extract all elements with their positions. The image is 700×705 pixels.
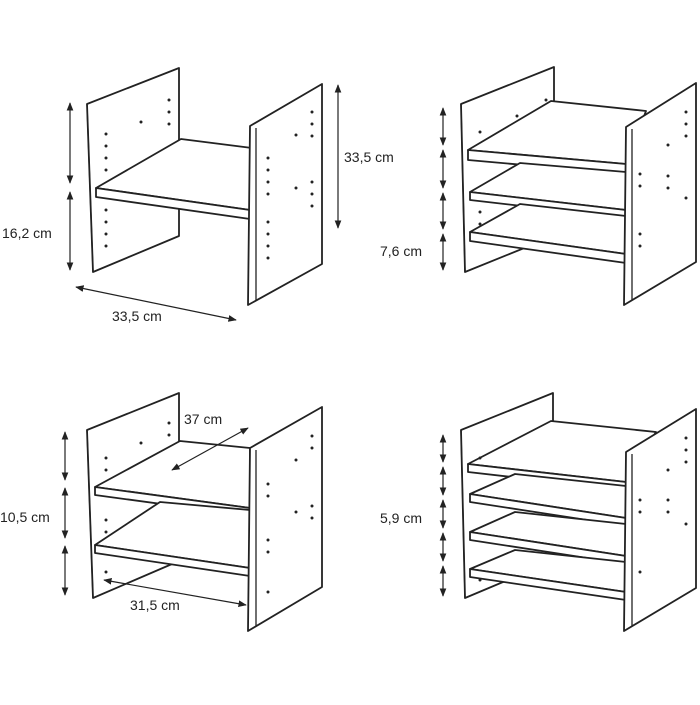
right-side-panel bbox=[623, 82, 697, 306]
dowel-holes bbox=[478, 436, 688, 582]
right-side-panel bbox=[247, 83, 323, 306]
label-shelf-spacing: 16,2 cm bbox=[2, 225, 52, 241]
right-side-panel bbox=[247, 406, 323, 632]
dowel-holes bbox=[478, 98, 688, 248]
dowel-holes bbox=[104, 98, 314, 260]
dim-arrow-inner-width bbox=[103, 578, 247, 607]
label-width: 33,5 cm bbox=[112, 308, 162, 324]
label-shelf-spacing: 5,9 cm bbox=[380, 510, 422, 526]
config-two-shelves: 37 cm 10,5 cm 31,5 cm bbox=[0, 392, 323, 632]
dowel-holes bbox=[104, 421, 314, 594]
label-height-total: 33,5 cm bbox=[344, 149, 394, 165]
label-depth: 37 cm bbox=[184, 411, 222, 427]
config-four-shelves: 5,9 cm bbox=[380, 392, 697, 632]
config-three-shelves: 7,6 cm bbox=[380, 66, 697, 306]
label-inner-width: 31,5 cm bbox=[130, 597, 180, 613]
dim-arrow-width bbox=[75, 285, 237, 322]
config-one-shelf: 16,2 cm 33,5 cm 33,5 cm bbox=[2, 67, 394, 324]
right-side-panel bbox=[623, 408, 697, 632]
dim-arrow-depth bbox=[171, 427, 249, 471]
label-shelf-spacing: 10,5 cm bbox=[0, 509, 50, 525]
label-shelf-spacing: 7,6 cm bbox=[380, 243, 422, 259]
